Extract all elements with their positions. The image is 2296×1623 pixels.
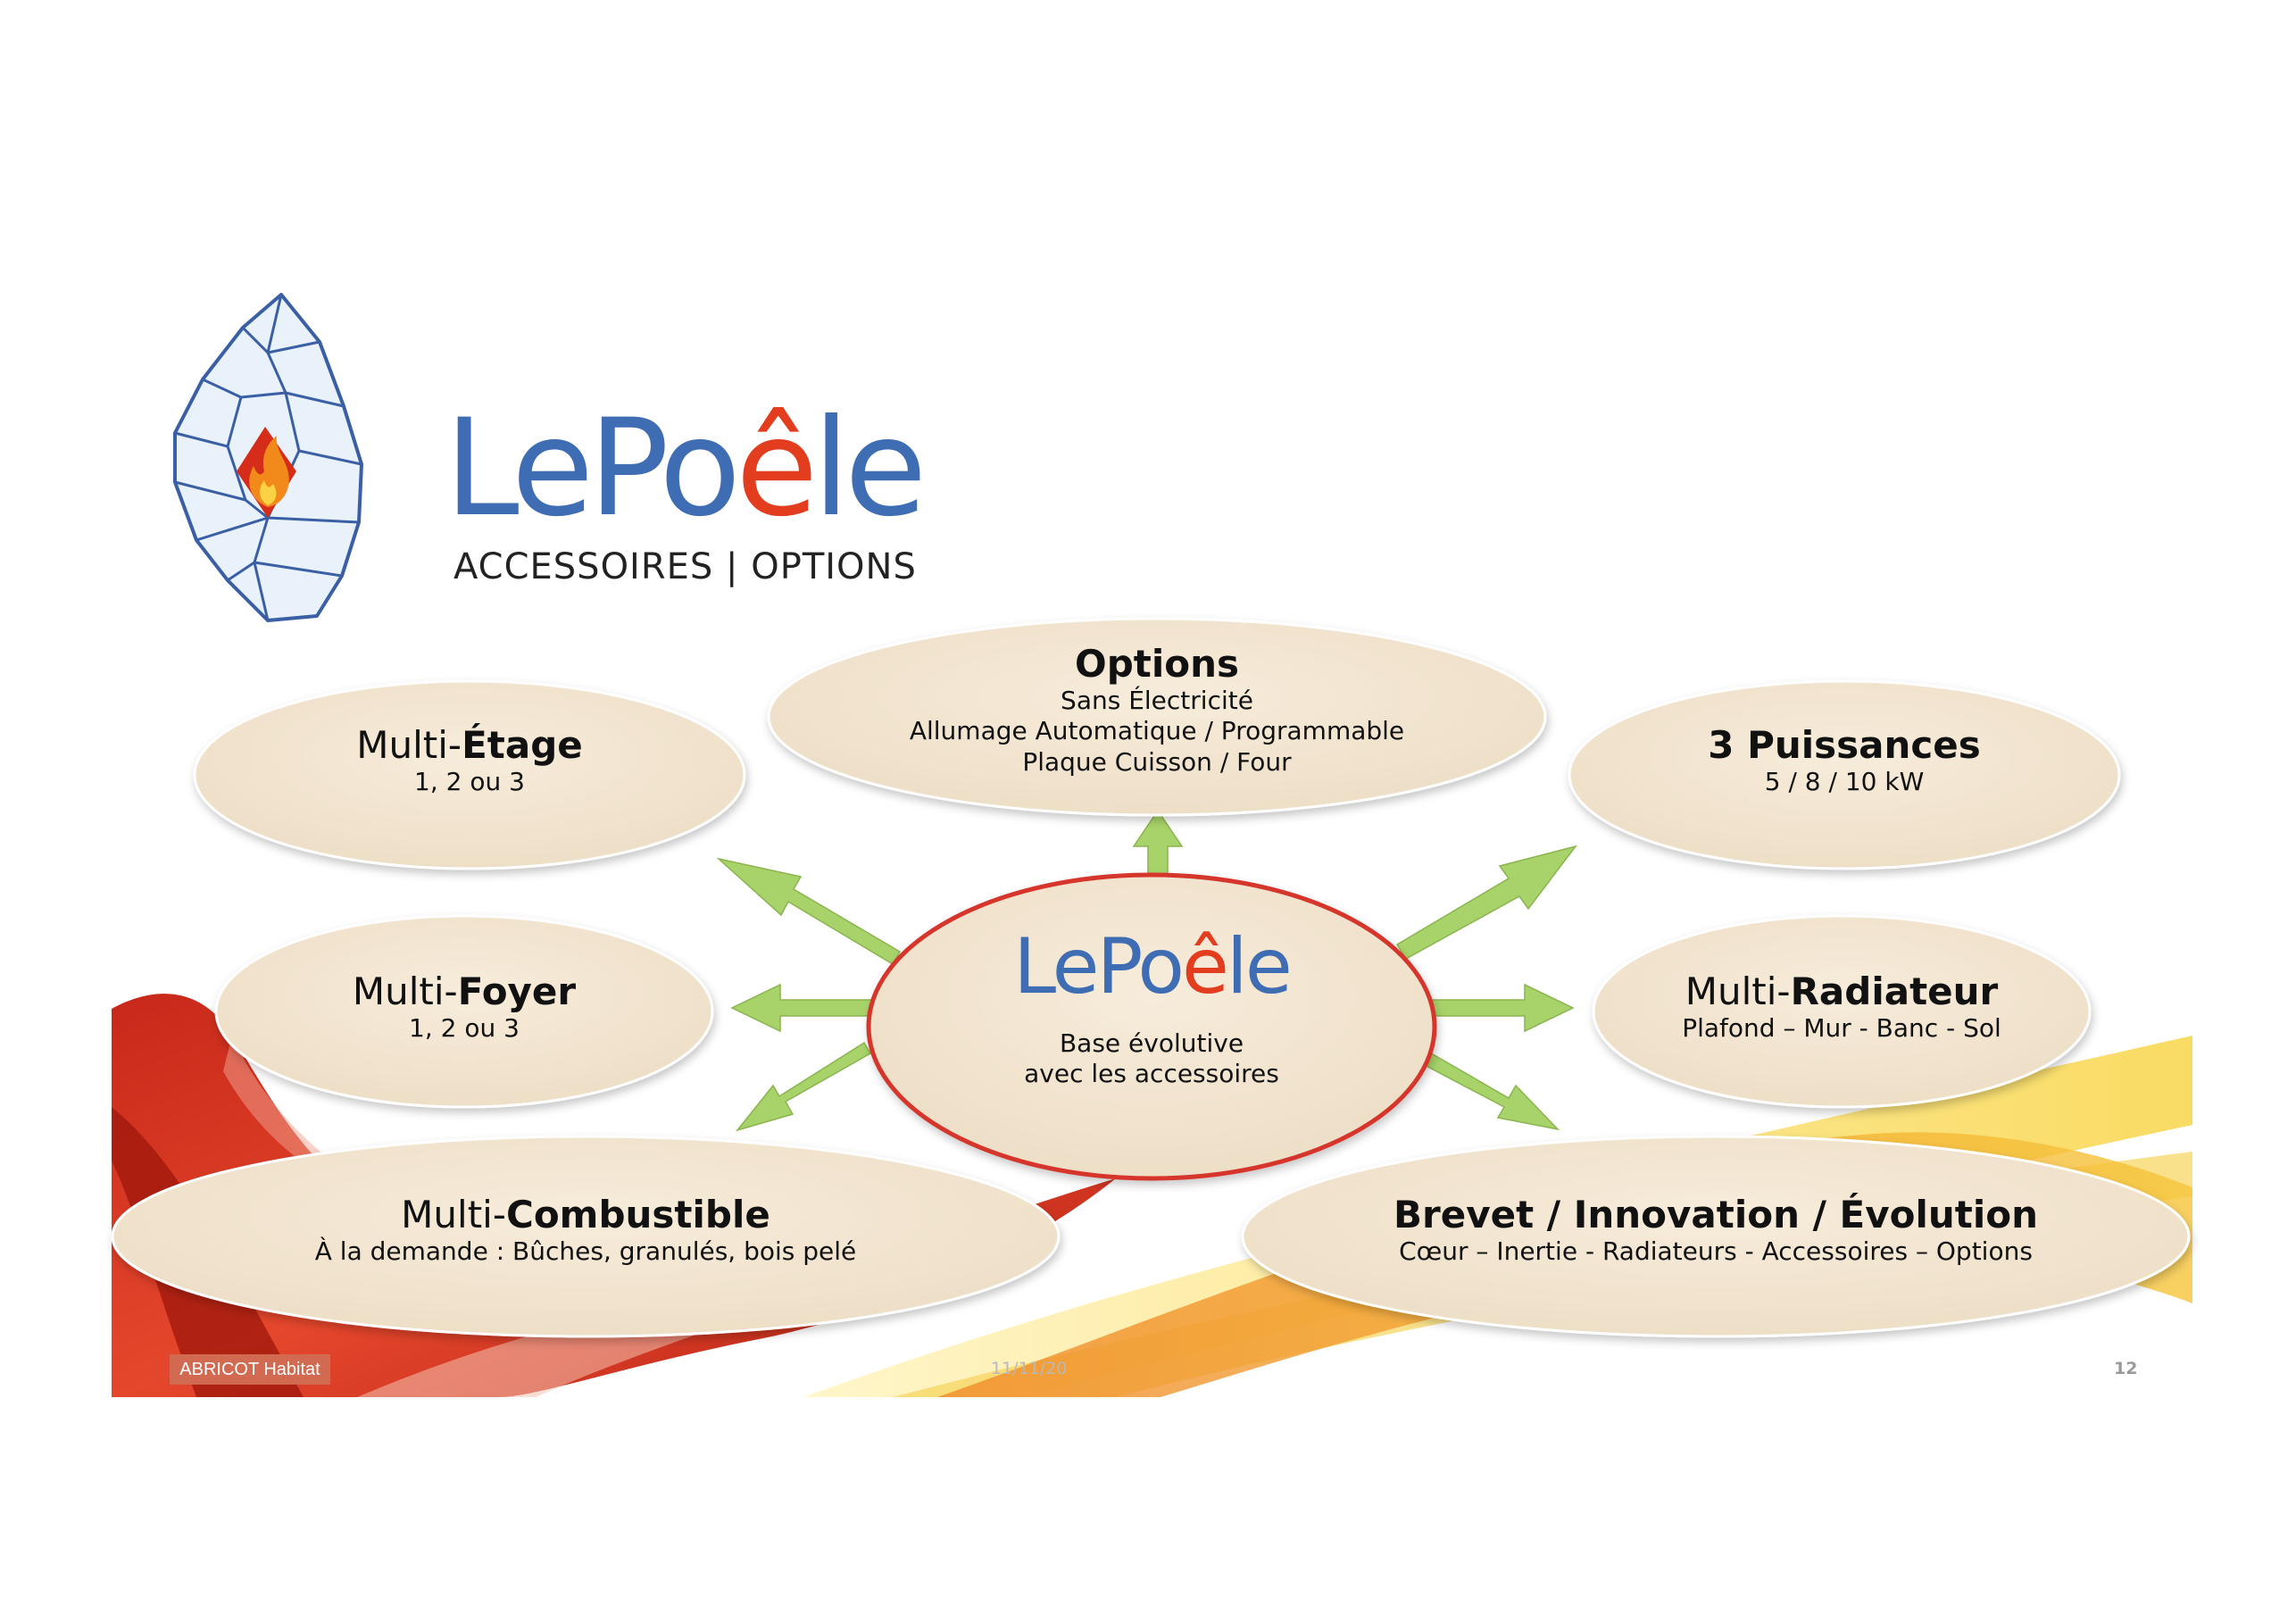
node-center: LePoêle Base évolutive avec les accessoi… [928, 928, 1375, 1089]
node-radiateur-keyword: Radiateur [1790, 970, 1999, 1013]
brand-part1: LePo [445, 391, 741, 546]
bubble-shapes [111, 617, 2191, 1338]
node-foyer-keyword: Foyer [457, 970, 577, 1013]
arrow-to-combustible [735, 1041, 872, 1132]
node-options-line1: Sans Électricité [1061, 686, 1253, 716]
node-radiateur: Multi-Radiateur Plafond – Mur - Banc - S… [1618, 970, 2065, 1044]
node-puissances: 3 Puissances 5 / 8 / 10 kW [1621, 723, 2067, 797]
arrow-to-puissances [1395, 845, 1577, 960]
node-brevet-sub: Cœur – Inertie - Radiateurs - Accessoire… [1399, 1236, 2033, 1267]
node-foyer: Multi-Foyer 1, 2 ou 3 [241, 970, 687, 1044]
node-brevet-title: Brevet / Innovation / Évolution [1393, 1193, 2038, 1236]
center-brand-part2: le [1226, 922, 1293, 1011]
arrow-to-options [1132, 809, 1184, 880]
node-combustible: Multi-Combustible À la demande : Bûches,… [229, 1193, 943, 1267]
bubble-options-shape [767, 617, 1547, 817]
bubble-radiateur-shape [1592, 914, 2092, 1109]
node-options-line2: Allumage Automatique / Programmable [909, 716, 1405, 746]
node-radiateur-sub: Plafond – Mur - Banc - Sol [1682, 1013, 2001, 1044]
footer-date: 11/11/20 [991, 1359, 1068, 1378]
node-etage-title: Multi-Étage [246, 723, 693, 767]
bubble-puissances-shape [1568, 679, 2121, 870]
arrow-to-foyer [730, 983, 876, 1033]
node-foyer-title: Multi-Foyer [241, 970, 687, 1013]
bubble-foyer-shape [214, 914, 714, 1109]
node-combustible-title: Multi-Combustible [229, 1193, 943, 1236]
footer-company-label: ABRICOT Habitat [170, 1354, 330, 1385]
center-brand-accent: ê [1182, 922, 1229, 1011]
center-line1: Base évolutive [1059, 1028, 1244, 1058]
node-puissances-title: 3 Puissances [1708, 723, 1981, 767]
arrow-to-etage [716, 857, 902, 966]
node-puissances-sub: 5 / 8 / 10 kW [1764, 767, 1925, 797]
node-radiateur-title: Multi-Radiateur [1618, 970, 2065, 1013]
brand-accent: ê [736, 391, 818, 546]
node-combustible-keyword: Combustible [506, 1193, 770, 1236]
node-combustible-sub: À la demande : Bûches, granulés, bois pe… [314, 1236, 857, 1267]
node-etage: Multi-Étage 1, 2 ou 3 [246, 723, 693, 797]
bubble-etage-shape [193, 679, 746, 870]
node-options-title: Options [1075, 642, 1239, 686]
arrow-to-radiateur [1432, 983, 1575, 1033]
page-subtitle: ACCESSOIRES | OPTIONS [453, 546, 917, 587]
center-line2: avec les accessoires [1024, 1059, 1279, 1089]
node-etage-keyword: Étage [462, 723, 583, 767]
brand-logotype: LePoêle [445, 402, 927, 536]
node-options: Options Sans Électricité Allumage Automa… [858, 642, 1456, 778]
center-brand-logotype: LePoêle [928, 928, 1375, 1005]
crystal-flame-icon [173, 293, 363, 622]
node-options-line3: Plaque Cuisson / Four [1022, 746, 1292, 777]
connector-arrows [716, 809, 1577, 1132]
node-foyer-prefix: Multi- [352, 970, 458, 1013]
node-etage-prefix: Multi- [356, 723, 462, 767]
node-radiateur-prefix: Multi- [1685, 970, 1791, 1013]
bubble-brevet-shape [1241, 1135, 2191, 1338]
node-foyer-sub: 1, 2 ou 3 [409, 1013, 520, 1044]
brand-part2: le [812, 391, 927, 546]
node-combustible-prefix: Multi- [401, 1193, 506, 1236]
node-etage-sub: 1, 2 ou 3 [414, 767, 525, 797]
center-brand-part1: LePo [1013, 922, 1185, 1011]
node-brevet: Brevet / Innovation / Évolution Cœur – I… [1323, 1193, 2109, 1267]
arrow-to-brevet [1422, 1050, 1560, 1131]
footer-page-number: 12 [2114, 1359, 2138, 1378]
bubble-combustible-shape [111, 1135, 1061, 1338]
bubble-center-shape [866, 872, 1437, 1181]
